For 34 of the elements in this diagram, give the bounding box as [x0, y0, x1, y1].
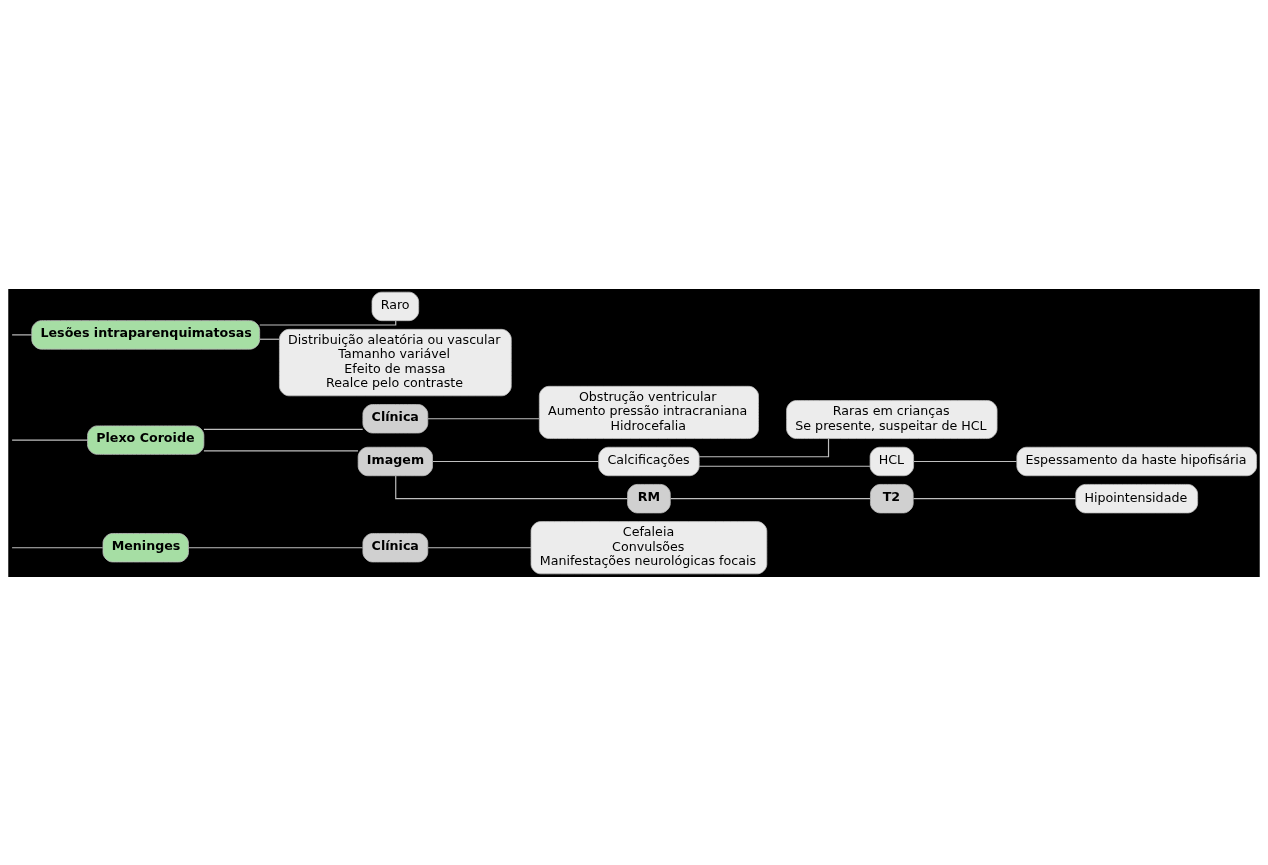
node-box: HCL [869, 446, 914, 476]
connector [203, 428, 364, 430]
connector [698, 465, 871, 467]
connector [395, 474, 629, 499]
connector [188, 546, 364, 548]
connector [432, 460, 600, 462]
node-box: Clínica [362, 532, 429, 562]
node-box: Plexo Coroide [87, 425, 205, 455]
node-box: Calcificações [598, 446, 700, 476]
connector [698, 437, 830, 457]
connector [259, 338, 280, 340]
connector [427, 417, 540, 419]
connector [11, 439, 89, 441]
connector [11, 333, 33, 335]
node-box: Cefaleia Convulsões Manifestações neurológicas focais [530, 520, 768, 574]
connector [203, 449, 359, 451]
node-box: Clínica [362, 403, 429, 433]
node-box: Distribuição aleatória ou vascular Tamanho variável Efeito de massa Realce pelo contraste [279, 328, 512, 396]
node-box: Hipointensidade [1075, 483, 1199, 513]
node-box: Obstrução ventricular Aumento pressão intracraniana Hidrocefalia [538, 385, 759, 439]
connector [912, 497, 1077, 499]
connector [259, 319, 397, 326]
node-box: Imagem [357, 446, 433, 476]
node-box: Lesões intraparenquimatosas [31, 319, 261, 350]
connector [427, 546, 532, 548]
connector [669, 497, 871, 499]
connector [11, 546, 104, 548]
node-box: T2 [870, 483, 914, 513]
node-box: Espessamento da haste hipofisária [1016, 446, 1257, 476]
node-box: RM [627, 483, 671, 513]
node-box: Raro [371, 291, 420, 321]
node-box: Meninges [102, 532, 189, 562]
node-box: Raras em crianças Se presente, suspeitar de HCL [786, 399, 998, 439]
connector [913, 460, 1018, 462]
